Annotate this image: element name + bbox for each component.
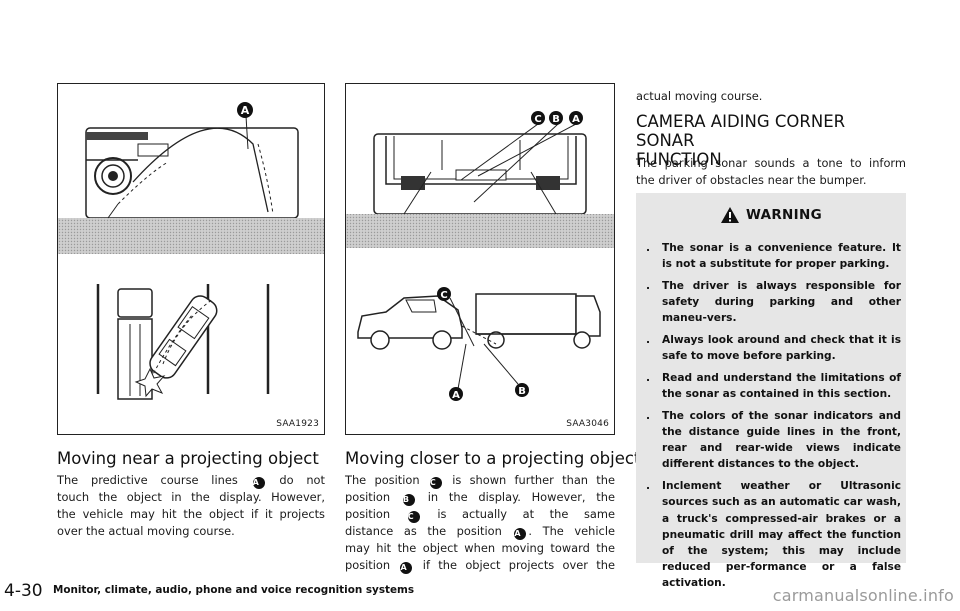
warning-list: . The sonar is a convenience feature. It … — [646, 240, 901, 597]
figure-moving-closer-projecting-object: C B A C A B SAA3046 — [345, 83, 615, 435]
figure2-callout-b-side: B — [518, 386, 526, 397]
bullet: . — [646, 242, 651, 254]
section1-line: the vehicle may hit the object if it pro… — [57, 507, 325, 521]
warning-item-text: The sonar is a convenience feature. It i… — [662, 242, 901, 271]
section2-line: may hit the object when moving toward th… — [345, 541, 615, 555]
bullet: . — [646, 334, 651, 347]
warning-item-text: Read and understand the limitations of t… — [662, 371, 901, 401]
callout-a-badge: A — [249, 475, 265, 489]
figure1-illustration: A — [58, 102, 324, 400]
figure-moving-near-projecting-object: A SAA1923 — [57, 83, 325, 435]
text-run: distance as the position — [345, 524, 513, 538]
warning-item-text: Inclement weather or Ultrasonic sources … — [662, 480, 901, 590]
figure2-code: SAA3046 — [566, 419, 609, 429]
warning-item-text: The driver is always responsible for saf… — [662, 279, 901, 325]
section1-line: touch the object in the display. However… — [57, 490, 325, 504]
callout-a-badge: A — [511, 526, 527, 540]
footer-section-title: Monitor, climate, audio, phone and voice… — [53, 584, 415, 596]
section1-line: The predictive course lines A do not — [57, 472, 325, 489]
section2-line: The position C is shown further than the — [345, 472, 615, 489]
bullet: . — [646, 480, 651, 493]
warning-item: . Always look around and check that it is… — [646, 332, 901, 364]
text-run: in the display. However, the — [416, 490, 615, 504]
bullet: . — [646, 371, 651, 384]
figure2-callout-a-side: A — [452, 390, 460, 401]
figure2-callout-c-side: C — [440, 290, 447, 301]
figure2-callout-a-top: A — [572, 114, 580, 125]
bullet: . — [646, 409, 651, 422]
section2-line: distance as the position A. The vehicle — [345, 523, 615, 540]
callout-b-badge: B — [399, 492, 415, 506]
warning-item-text: The colors of the sonar indicators and t… — [662, 409, 901, 471]
section2-paragraph: The position C is shown further than the… — [345, 472, 615, 574]
warning-item-text: Always look around and check that it is … — [662, 334, 901, 363]
warning-item: . The driver is always responsible for sa… — [646, 278, 901, 327]
text-run: position — [345, 490, 401, 504]
text-run: The predictive course lines — [57, 473, 251, 487]
warning-triangle-icon — [721, 207, 740, 223]
section2-line: position C is actually at the same — [345, 506, 615, 523]
section2-heading: Moving closer to a projecting object — [345, 449, 641, 468]
section2-line: position A if the object projects over t… — [345, 557, 615, 574]
section1-heading: Moving near a projecting object — [57, 449, 319, 468]
warning-item: . The colors of the sonar indicators and … — [646, 408, 901, 473]
warning-header: WARNING — [636, 201, 906, 229]
text-run: . The vehicle — [528, 524, 615, 538]
callout-c-badge: C — [426, 475, 442, 489]
section2-line: position B in the display. However, the — [345, 489, 615, 506]
figure2-callout-c-top: C — [534, 114, 541, 125]
section2-continuation: actual moving course. — [636, 89, 763, 103]
watermark: carmanualsonline.info — [772, 586, 954, 605]
warning-item: . The sonar is a convenience feature. It … — [646, 240, 901, 272]
figure2-illustration: C B A C A B — [346, 111, 614, 401]
text-run: do not — [266, 473, 325, 487]
section3-paragraph: The parking sonar sounds a tone to infor… — [636, 155, 906, 189]
text-run: The position — [345, 473, 428, 487]
callout-a-badge: A — [397, 560, 413, 574]
text-run: is shown further than the — [443, 473, 616, 487]
section1-paragraph: The predictive course lines A do not tou… — [57, 472, 325, 540]
figure2-callout-b-top: B — [552, 114, 560, 125]
section3-line: The parking sonar sounds a tone to infor… — [636, 156, 906, 170]
section3-line: the driver of obstacles near the bumper. — [636, 173, 867, 187]
warning-title: WARNING — [746, 207, 822, 223]
warning-item: . Inclement weather or Ultrasonic sources… — [646, 478, 901, 591]
text-run: is actually at the same — [421, 507, 615, 521]
page-number: 4-30 — [4, 581, 43, 601]
text-run: position — [345, 558, 399, 572]
figure1-callout-a: A — [241, 104, 250, 117]
text-run: if the object projects over the — [414, 558, 615, 572]
section3-heading: CAMERA AIDING CORNER SONAR FUNCTION — [636, 112, 906, 169]
warning-item: . Read and understand the limitations of … — [646, 370, 901, 402]
section3-heading-line: FUNCTION — [636, 150, 722, 169]
bullet: . — [646, 279, 651, 292]
section1-line: over the actual moving course. — [57, 524, 235, 538]
section3-heading-line: CAMERA AIDING CORNER SONAR — [636, 112, 846, 150]
figure1-code: SAA1923 — [276, 419, 319, 429]
callout-c-badge: C — [404, 509, 420, 523]
warning-box: WARNING . The sonar is a convenience feat… — [636, 193, 906, 589]
text-run: position — [345, 507, 406, 521]
